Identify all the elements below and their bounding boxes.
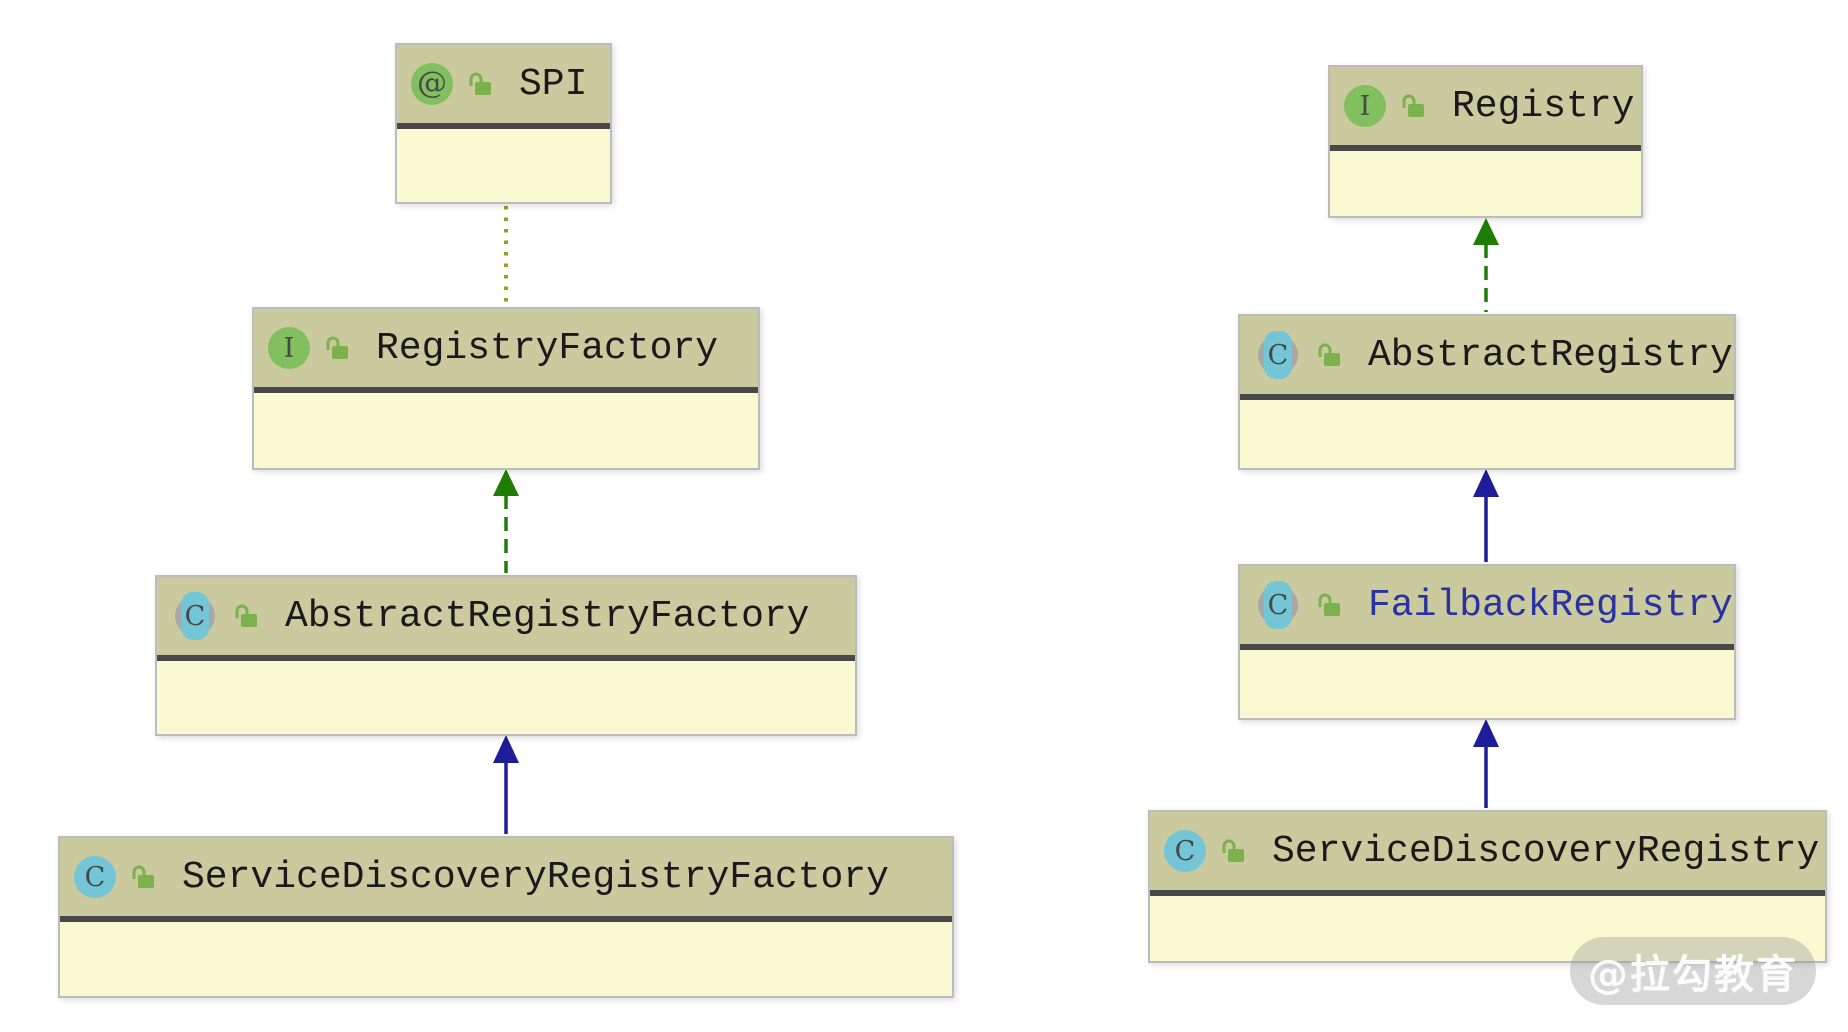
members-section — [397, 129, 610, 202]
abstract-class-icon: C — [171, 592, 219, 640]
class-node-registry[interactable]: I Registry — [1328, 65, 1643, 218]
class-icon: C — [1164, 830, 1206, 872]
abstract-class-icon: C — [1254, 331, 1302, 379]
section-divider — [60, 916, 952, 922]
section-divider — [397, 123, 610, 129]
members-section — [1150, 896, 1825, 961]
members-section — [60, 922, 952, 996]
abstract-class-icon: C — [1254, 581, 1302, 629]
node-header: C AbstractRegistryFactory — [157, 577, 855, 655]
class-node-servicediscoveryregistry[interactable]: C ServiceDiscoveryRegistry — [1148, 810, 1827, 963]
edge-implements-abstractregistry-registry — [1473, 218, 1499, 312]
unlocked-icon — [128, 862, 158, 892]
edge-extends-servicediscoveryregistryfactory-abstractregistryfactory — [493, 735, 519, 834]
class-name: RegistryFactory — [376, 326, 719, 370]
class-name: AbstractRegistryFactory — [285, 594, 810, 638]
section-divider — [1330, 145, 1641, 151]
class-node-spi[interactable]: @ SPI — [395, 43, 612, 204]
members-section — [1330, 151, 1641, 216]
edge-implements-abstractregistryfactory-registryfactory — [493, 469, 519, 573]
class-name: ServiceDiscoveryRegistry — [1272, 829, 1820, 873]
class-node-abstractregistryfactory[interactable]: C AbstractRegistryFactory — [155, 575, 857, 736]
class-name: Registry — [1452, 84, 1635, 128]
node-header: C FailbackRegistry — [1240, 566, 1734, 644]
unlocked-icon — [1218, 836, 1248, 866]
members-section — [157, 661, 855, 734]
edge-extends-servicediscoveryregistry-failbackregistry — [1473, 719, 1499, 808]
node-header: C AbstractRegistry — [1240, 316, 1734, 394]
node-header: @ SPI — [397, 45, 610, 123]
class-name: AbstractRegistry — [1368, 333, 1733, 377]
section-divider — [157, 655, 855, 661]
class-name: SPI — [519, 62, 588, 106]
unlocked-icon — [1398, 91, 1428, 121]
node-header: I Registry — [1330, 67, 1641, 145]
unlocked-icon — [231, 601, 261, 631]
node-header: C ServiceDiscoveryRegistry — [1150, 812, 1825, 890]
class-node-abstractregistry[interactable]: C AbstractRegistry — [1238, 314, 1736, 470]
interface-icon: I — [268, 327, 310, 369]
unlocked-icon — [322, 333, 352, 363]
unlocked-icon — [1314, 340, 1344, 370]
annotation-icon: @ — [411, 63, 453, 105]
members-section — [1240, 400, 1734, 468]
watermark-badge: @拉勾教育 — [1570, 937, 1816, 1005]
class-name: FailbackRegistry — [1368, 583, 1733, 627]
unlocked-icon — [1314, 590, 1344, 620]
section-divider — [1150, 890, 1825, 896]
class-name: ServiceDiscoveryRegistryFactory — [182, 855, 889, 899]
class-node-failbackregistry[interactable]: C FailbackRegistry — [1238, 564, 1736, 720]
section-divider — [1240, 394, 1734, 400]
edge-extends-failbackregistry-abstractregistry — [1473, 469, 1499, 562]
interface-icon: I — [1344, 85, 1386, 127]
class-node-servicediscoveryregistryfactory[interactable]: C ServiceDiscoveryRegistryFactory — [58, 836, 954, 998]
members-section — [254, 393, 758, 468]
section-divider — [1240, 644, 1734, 650]
node-header: C ServiceDiscoveryRegistryFactory — [60, 838, 952, 916]
class-icon: C — [74, 856, 116, 898]
unlocked-icon — [465, 69, 495, 99]
section-divider — [254, 387, 758, 393]
class-node-registryfactory[interactable]: I RegistryFactory — [252, 307, 760, 470]
node-header: I RegistryFactory — [254, 309, 758, 387]
members-section — [1240, 650, 1734, 718]
